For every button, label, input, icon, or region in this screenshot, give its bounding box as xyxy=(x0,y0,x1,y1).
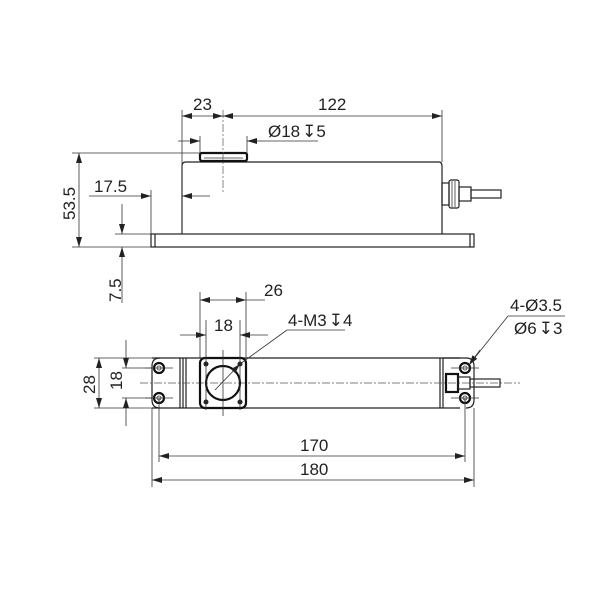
top-view: 26 18 4-M3↧4 28 18 4-Ø3.5 Ø6↧3 xyxy=(80,281,565,487)
cable-gland xyxy=(441,179,502,209)
connector xyxy=(444,372,501,394)
square-flange xyxy=(198,320,248,416)
mount-hole-right-top xyxy=(451,361,479,375)
dim-26: 26 xyxy=(264,281,283,300)
base-plate xyxy=(150,233,475,248)
top-hole-flange xyxy=(198,151,249,163)
mount-hole-callout: 4-Ø3.5 xyxy=(510,296,562,315)
side-view: 23 122 Ø18↧5 53.5 17.5 7.5 xyxy=(60,95,502,303)
cable-top-view xyxy=(469,378,501,388)
dim-180: 180 xyxy=(300,460,328,479)
dim-122: 122 xyxy=(318,95,346,114)
thread-callout: 4-M3↧4 xyxy=(288,311,352,330)
dim-17-5: 17.5 xyxy=(94,177,127,196)
dim-7-5: 7.5 xyxy=(106,278,125,302)
counterbore-callout: Ø6↧3 xyxy=(514,319,562,338)
cable xyxy=(470,189,502,199)
dim-170: 170 xyxy=(300,436,328,455)
dim-hole-dia: Ø18↧5 xyxy=(268,122,326,141)
dim-18-pitch: 18 xyxy=(107,371,126,390)
right-end-cap xyxy=(443,357,475,409)
dim-23: 23 xyxy=(193,95,212,114)
dim-28: 28 xyxy=(80,375,99,394)
dim-53-5: 53.5 xyxy=(60,187,79,220)
body-housing xyxy=(181,161,443,234)
dim-18-flange: 18 xyxy=(214,316,233,335)
